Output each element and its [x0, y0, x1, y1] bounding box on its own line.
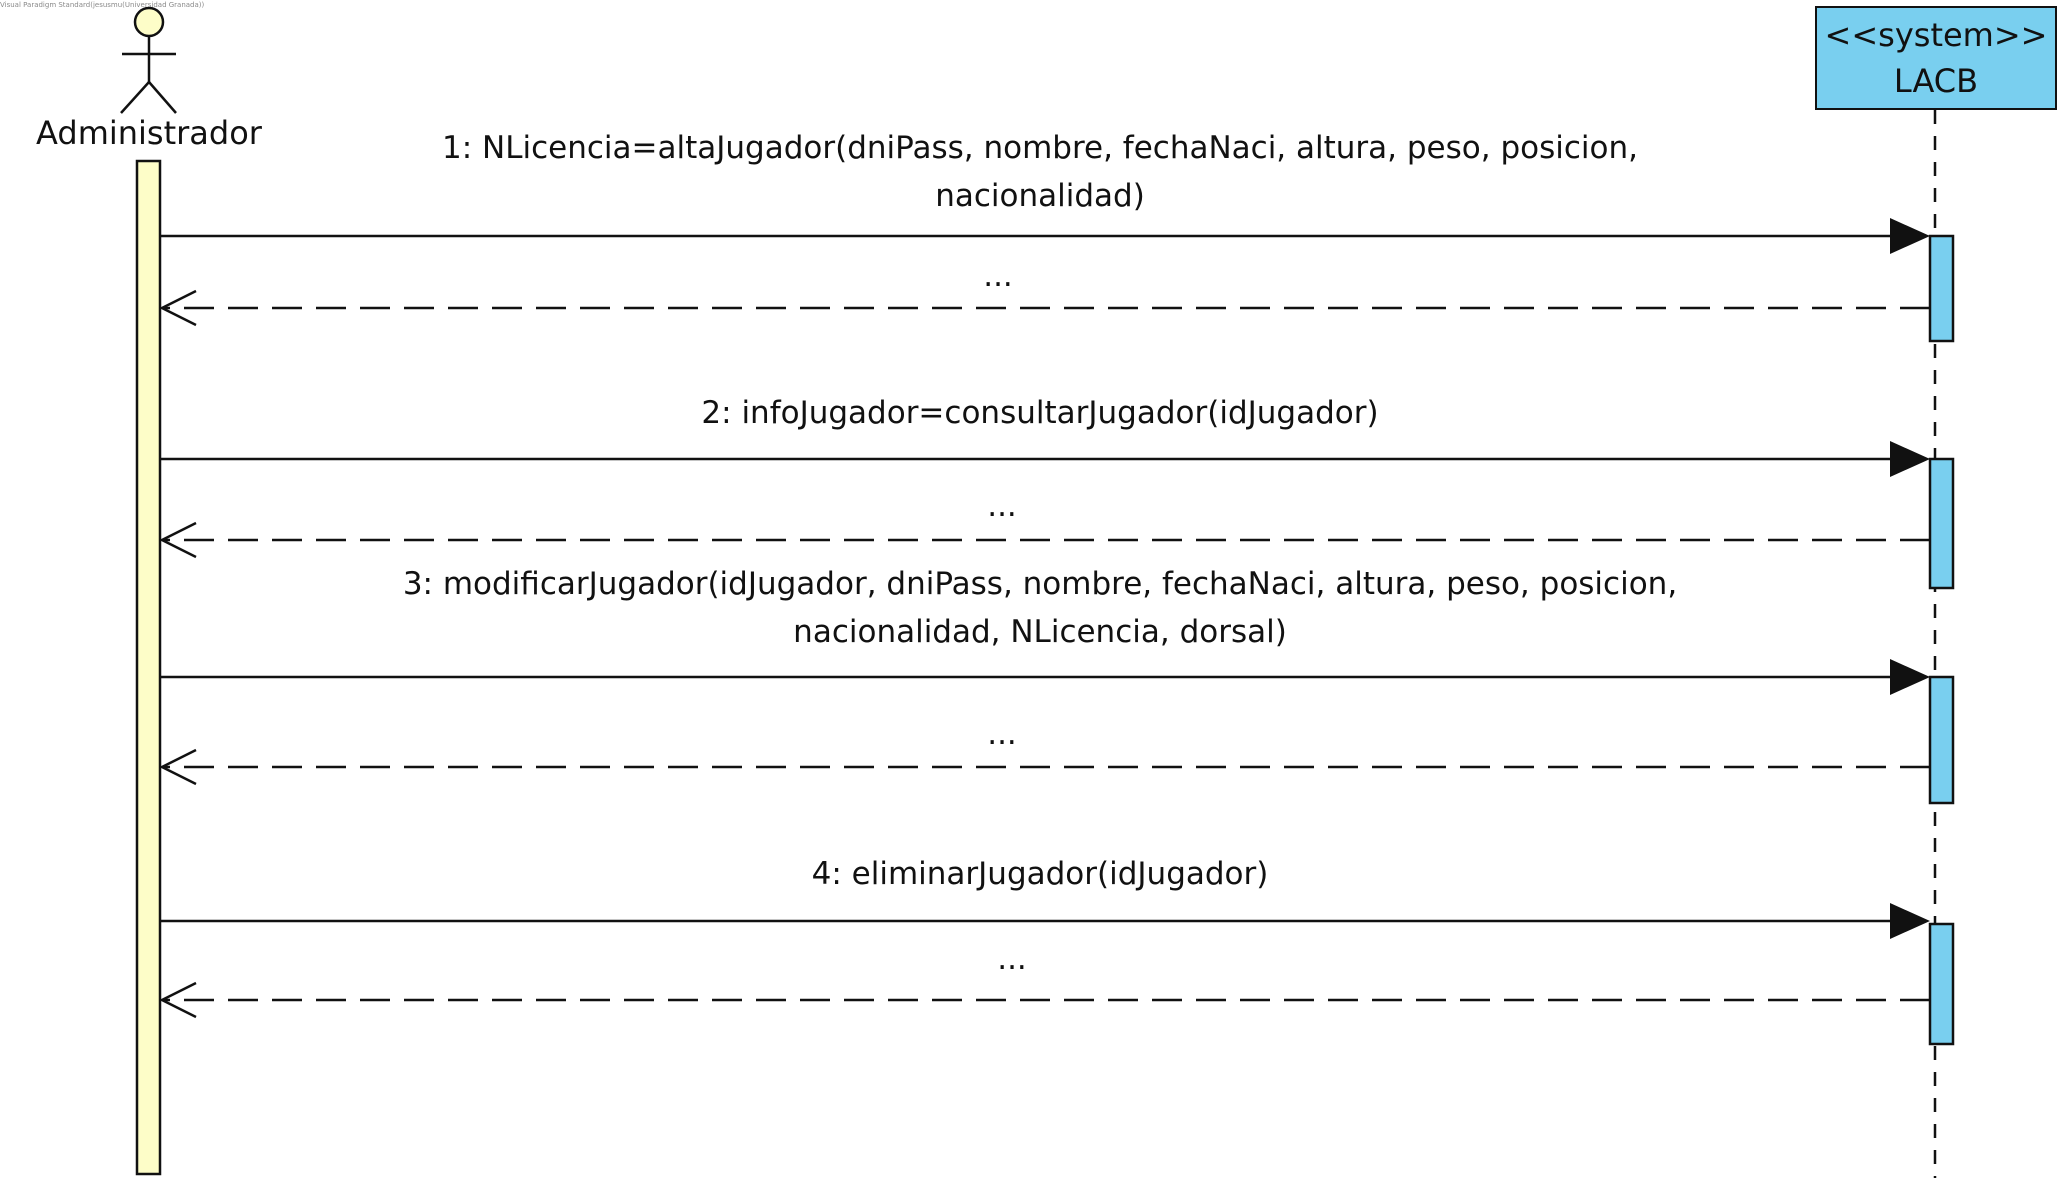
message-label-1: 1: NLicencia=altaJugador(dniPass, nombre…	[340, 124, 1740, 220]
actor-activation-bar[interactable]	[135, 159, 162, 1176]
return-label-2: ...	[987, 488, 1017, 524]
system-activation-bar-4[interactable]	[1928, 922, 1955, 1046]
return-label-1: ...	[983, 258, 1013, 294]
return-label-3: ...	[987, 716, 1017, 752]
system-activation-bar-1[interactable]	[1928, 234, 1955, 343]
return-arrow-1[interactable]	[159, 289, 1930, 327]
call-arrow-2[interactable]	[160, 441, 1930, 477]
actor-figure-icon[interactable]	[120, 6, 177, 114]
message-label-2: 2: infoJugador=consultarJugador(idJugado…	[340, 389, 1740, 437]
return-label-4: ...	[997, 941, 1027, 977]
message-label-4: 4: eliminarJugador(idJugador)	[340, 850, 1740, 898]
call-arrow-3[interactable]	[160, 659, 1930, 695]
message-3-line-1: 3: modificarJugador(idJugador, dniPass, …	[402, 566, 1678, 602]
message-label-3: 3: modificarJugador(idJugador, dniPass, …	[340, 560, 1740, 656]
system-lifeline-head[interactable]: <<system>> LACB	[1815, 6, 2057, 110]
watermark: Visual Paradigm Standard(jesusmu(Univers…	[0, 1, 205, 9]
message-1-line-2: nacionalidad)	[935, 178, 1145, 214]
system-name: LACB	[1893, 62, 1979, 100]
message-3-line-2: nacionalidad, NLicencia, dorsal)	[793, 614, 1287, 650]
system-activation-bar-3[interactable]	[1928, 675, 1955, 805]
message-2-line-1: 2: infoJugador=consultarJugador(idJugado…	[701, 395, 1379, 431]
call-arrow-1[interactable]	[160, 218, 1930, 254]
return-arrow-3[interactable]	[159, 748, 1930, 786]
actor-name: Administrador	[36, 114, 262, 152]
message-1-line-1: 1: NLicencia=altaJugador(dniPass, nombre…	[442, 130, 1638, 166]
message-4-line-1: 4: eliminarJugador(idJugador)	[811, 856, 1269, 892]
return-arrow-4[interactable]	[159, 981, 1930, 1019]
system-activation-bar-2[interactable]	[1928, 457, 1955, 590]
return-arrow-2[interactable]	[159, 521, 1930, 559]
call-arrow-4[interactable]	[160, 903, 1930, 939]
system-stereotype: <<system>>	[1824, 16, 2048, 54]
